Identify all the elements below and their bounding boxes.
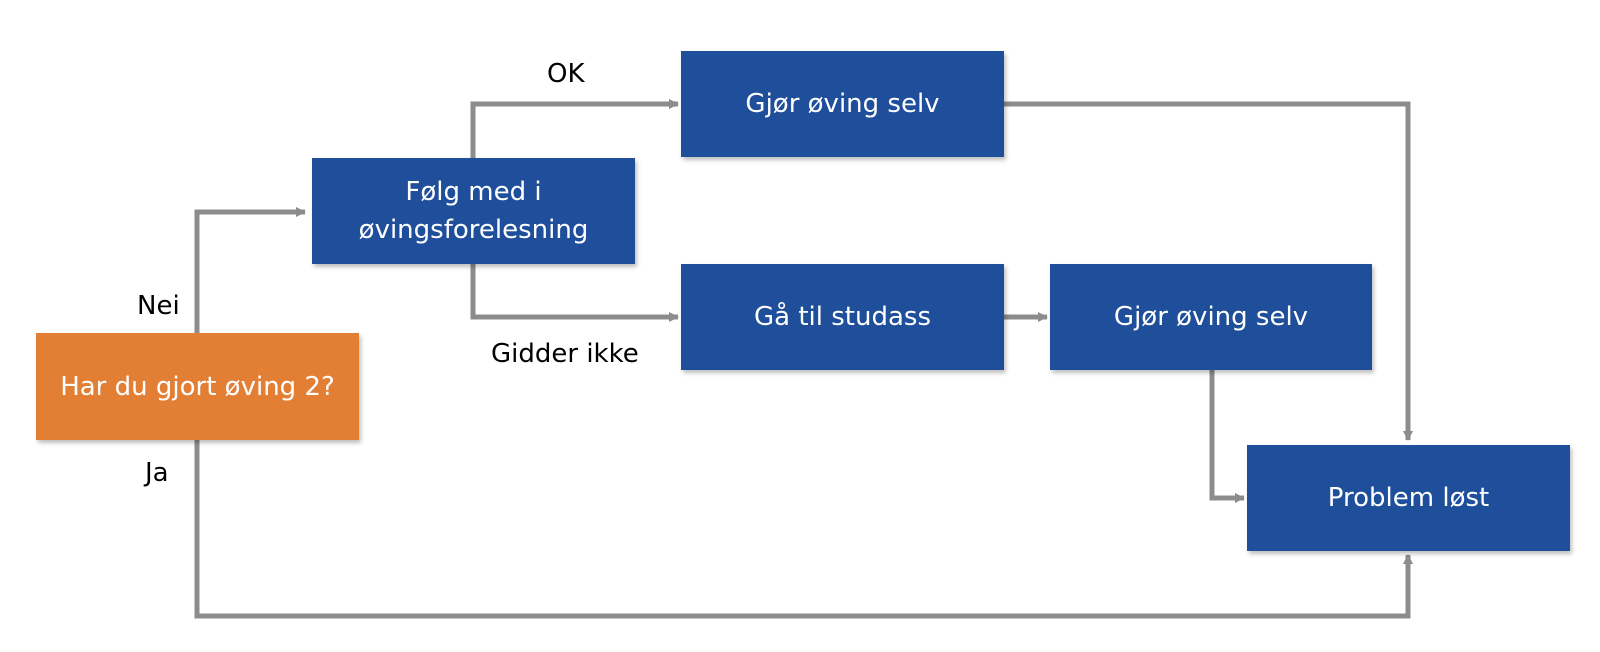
edge-label-yes: Ja <box>145 458 169 488</box>
node-solved: Problem løst <box>1247 445 1570 551</box>
node-lecture-label: Følg med i øvingsforelesning <box>359 173 589 249</box>
connector-start-to-solved <box>194 440 1413 619</box>
node-lecture-label-line-2: øvingsforelesning <box>358 215 589 245</box>
node-start: Har du gjort øving 2? <box>36 333 359 440</box>
node-do-self-top-label: Gjør øving selv <box>745 89 940 119</box>
connector-do-self-bottom-to-solved <box>1209 370 1245 503</box>
node-do-self-bottom: Gjør øving selv <box>1050 264 1372 370</box>
edge-label-cant-be-bothered: Gidder ikke <box>491 339 639 369</box>
node-start-label: Har du gjort øving 2? <box>60 371 335 402</box>
connector-lecture-to-do-self-top <box>470 99 679 158</box>
edge-label-no: Nei <box>137 291 180 321</box>
node-lecture: Følg med i øvingsforelesning <box>312 158 635 264</box>
connector-do-self-top-to-solved <box>1004 101 1413 441</box>
node-studass: Gå til studass <box>681 264 1004 370</box>
connector-start-to-lecture <box>194 207 306 333</box>
node-do-self-top: Gjør øving selv <box>681 51 1004 157</box>
node-do-self-bottom-label: Gjør øving selv <box>1113 302 1309 332</box>
edge-label-ok: OK <box>547 59 585 89</box>
node-lecture-label-line-1: Følg med i <box>405 177 542 207</box>
node-solved-label: Problem løst <box>1327 483 1490 513</box>
connector-lecture-to-studass <box>470 264 679 322</box>
node-studass-label: Gå til studass <box>754 302 931 332</box>
